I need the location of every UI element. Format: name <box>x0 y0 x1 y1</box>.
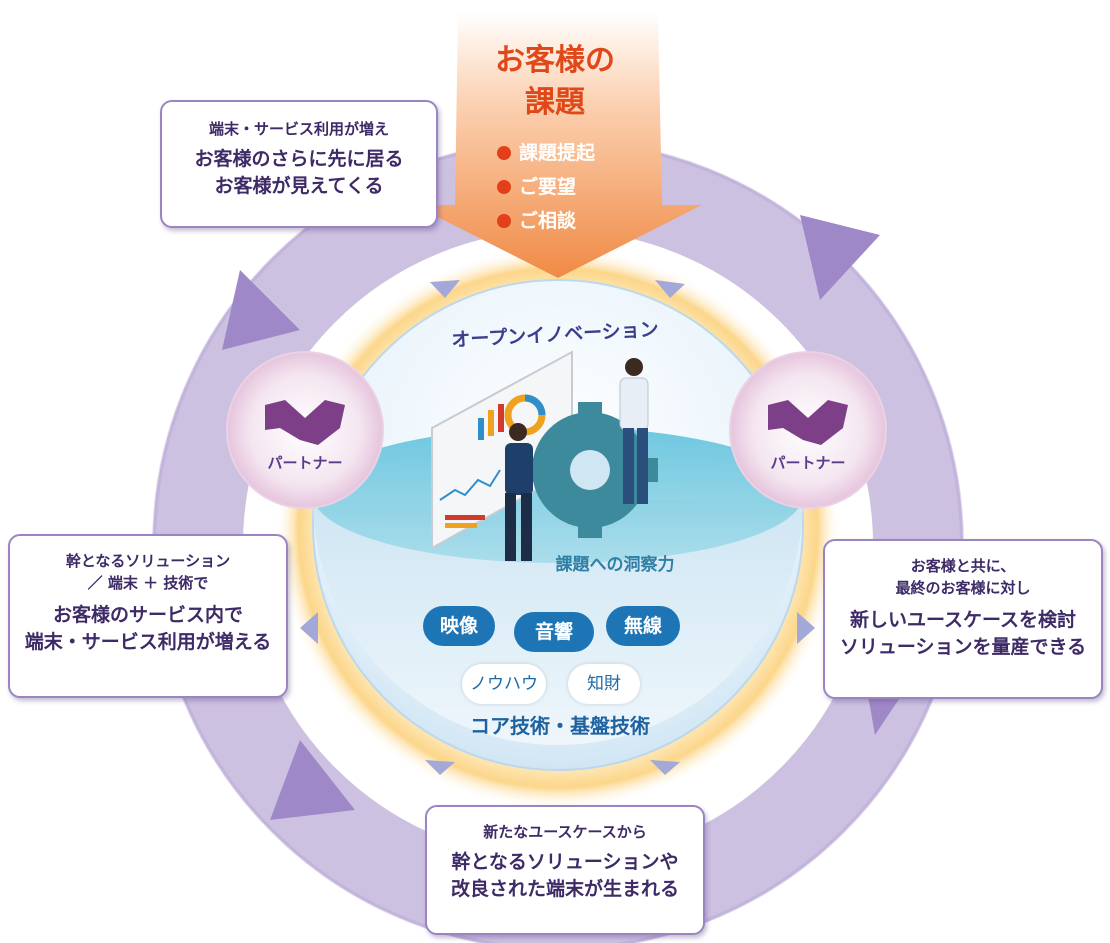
businessmen-illustration <box>505 358 649 561</box>
box-left-line2: 端末・サービス利用が増える <box>24 631 272 653</box>
box-left-line1: お客様のサービス内で <box>52 604 243 626</box>
box-right-small2: 最終のお客様に対し <box>895 579 1031 597</box>
box-bottom-line2: 改良された端末が生まれる <box>450 878 679 900</box>
tech-pill-wireless: 無線 <box>606 606 680 646</box>
box-left-small1: 幹となるソリューション <box>65 552 231 570</box>
tech-pill-audio: 音響 <box>514 612 594 652</box>
asset-pill-knowhow: ノウハウ <box>462 664 546 704</box>
list-item: ご要望 <box>497 170 595 204</box>
list-item: 課題提起 <box>497 136 595 170</box>
box-right-line1: 新しいユースケースを検討 <box>849 609 1077 631</box>
core-tech-label: コア技術・基盤技術 <box>470 714 650 738</box>
handshake-icon <box>265 400 345 445</box>
box-right: お客様と共に、 最終のお客様に対し 新しいユースケースを検討 ソリューションを量… <box>823 539 1103 699</box>
insight-label: 課題への洞察力 <box>555 555 675 575</box>
box-bottom-line1: 幹となるソリューションや <box>451 851 679 873</box>
box-right-small1: お客様と共に、 <box>910 557 1016 575</box>
partner-label-left: パートナー <box>267 454 343 472</box>
asset-pill-ip: 知財 <box>568 664 640 704</box>
bullet-icon <box>497 180 511 194</box>
box-top-left-line2: お客様が見えてくる <box>214 175 384 197</box>
bullet-icon <box>497 214 511 228</box>
list-item: ご相談 <box>497 204 595 238</box>
box-left-small2: ／ 端末 ＋ 技術で <box>87 574 209 592</box>
box-right-line2: ソリューションを量産できる <box>839 636 1087 658</box>
partner-label-right: パートナー <box>770 454 846 472</box>
box-top-left-line1: お客様のさらに先に居る <box>194 148 404 170</box>
tech-pill-video: 映像 <box>423 606 495 646</box>
customer-issue-list: 課題提起 ご要望 ご相談 <box>497 136 595 238</box>
handshake-icon <box>768 400 848 445</box>
box-left: 幹となるソリューション ／ 端末 ＋ 技術で お客様のサービス内で 端末・サービ… <box>8 534 288 698</box>
customer-issue-title: お客様の 課題 <box>495 43 615 120</box>
box-top-left-small: 端末・サービス利用が増え <box>208 120 389 138</box>
box-top-left: 端末・サービス利用が増え お客様のさらに先に居る お客様が見えてくる <box>160 100 438 228</box>
bullet-icon <box>497 146 511 160</box>
box-bottom: 新たなユースケースから 幹となるソリューションや 改良された端末が生まれる <box>425 805 705 935</box>
box-bottom-small: 新たなユースケースから <box>483 823 647 841</box>
